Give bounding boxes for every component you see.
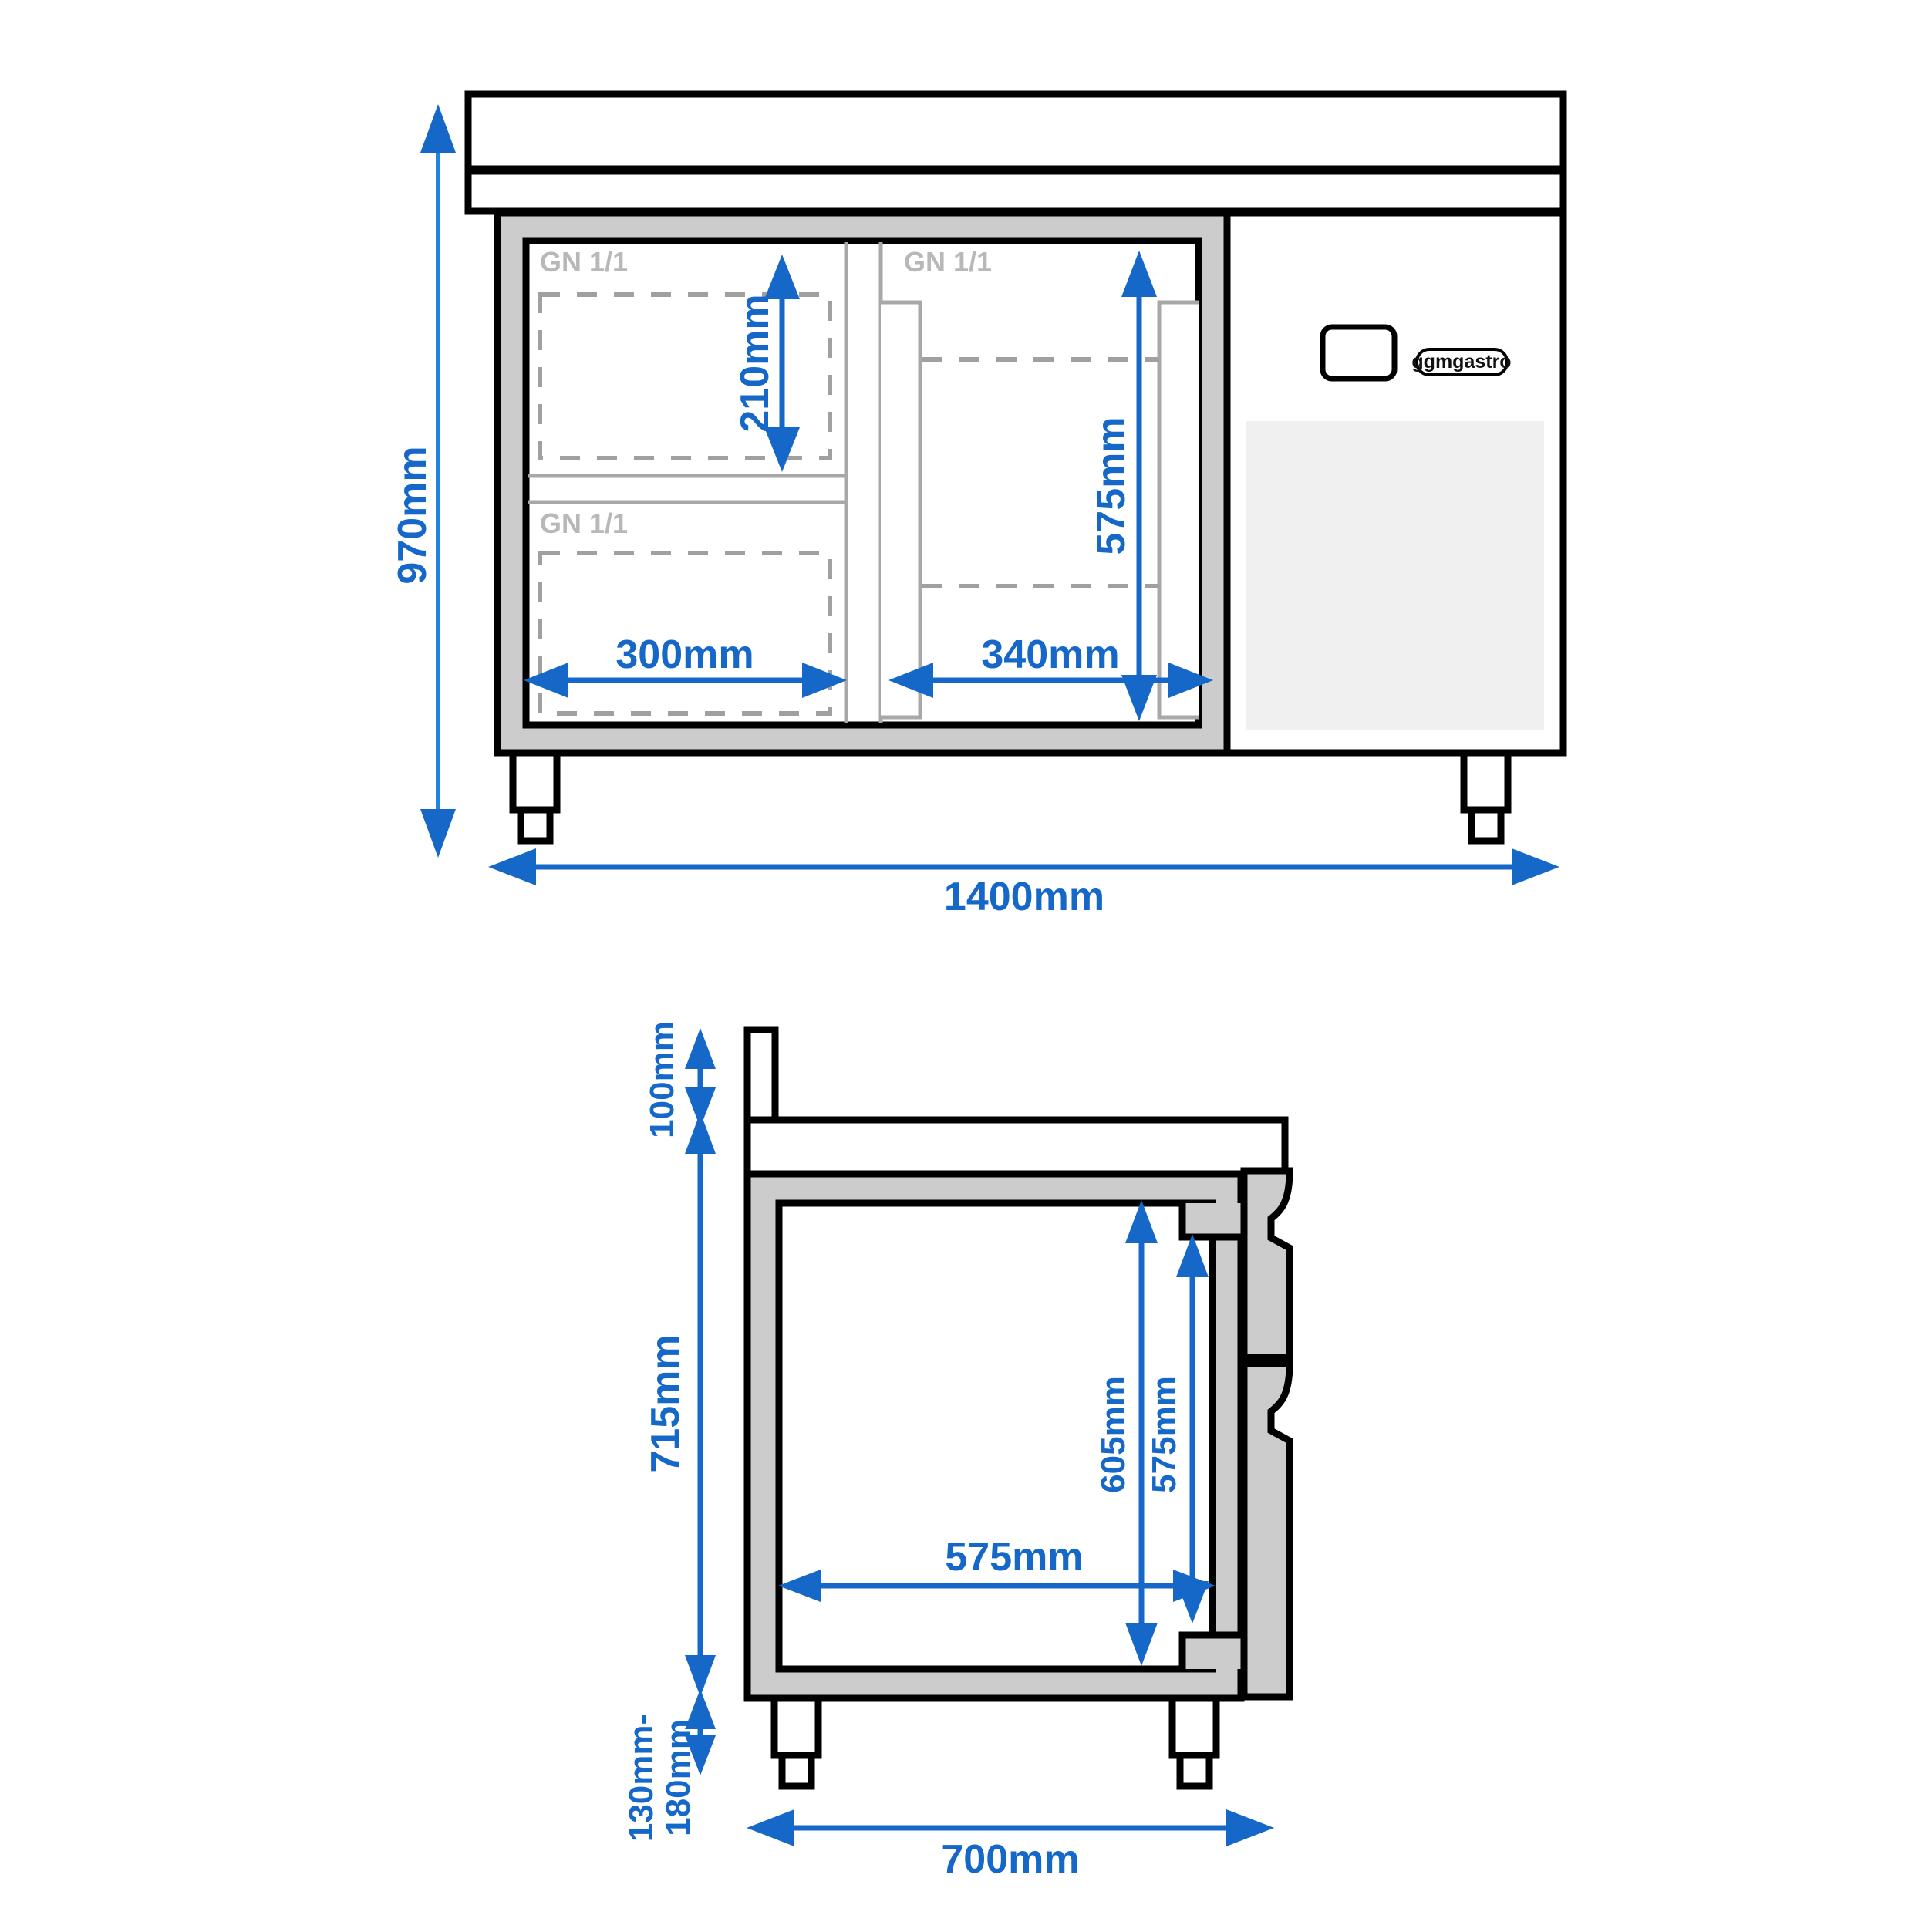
dim-interior-width: 575mm: [778, 1535, 1216, 1602]
dim-height-total: 970mm: [390, 104, 456, 858]
dim-cabinet-height: 715mm: [643, 1112, 716, 1697]
dim-gn-pan-depth: 210mm: [733, 255, 800, 472]
dim-door-opening-height: 575mm: [1145, 1234, 1209, 1623]
control-panel-box: [1320, 324, 1398, 382]
leg-front-left: [509, 749, 561, 845]
dim-label-width-total: 1400mm: [944, 875, 1104, 919]
cabinet-inner-recess: [522, 237, 1202, 729]
dim-label-gn-pan-depth: 210mm: [733, 294, 777, 432]
backsplash: [743, 1026, 779, 1124]
brand-label: ggmgastro: [1411, 351, 1511, 373]
dim-label-interior-width: 575mm: [945, 1535, 1083, 1580]
dim-label-door-opening-height: 575mm: [1145, 1376, 1183, 1493]
cavity-notch-top: [1182, 1203, 1241, 1237]
worktop-lower-band: [464, 167, 1567, 215]
side-view: 100mm 715mm 130mm- 180mm 605mm: [622, 1021, 1293, 1882]
dim-interior-depth: 605mm: [1094, 1200, 1158, 1666]
gn-label-top-left: GN 1/1: [540, 246, 628, 278]
dim-label-interior-depth: 605mm: [1094, 1376, 1132, 1493]
dim-depth-total: 700mm: [747, 1809, 1274, 1882]
gn-pan-outline-bottom-left: [538, 551, 832, 716]
worktop-upper-band: [464, 90, 1567, 173]
dim-label-leg-height-min: 130mm-: [622, 1714, 660, 1842]
cavity-notch-bottom-edge: [1178, 1631, 1241, 1669]
dim-label-leg-height-max: 180mm: [659, 1719, 697, 1836]
dim-label-backsplash-height: 100mm: [643, 1021, 681, 1138]
dim-leg-height-range: 130mm- 180mm: [622, 1689, 716, 1842]
front-view: ggmgastro GN 1/1 GN 1/1 GN 1/1: [390, 90, 1567, 919]
dim-label-shelf-height: 575mm: [1089, 416, 1134, 555]
dim-label-door-width: 340mm: [981, 632, 1119, 677]
gn-pan-outline-top-left: [538, 292, 832, 460]
gn-label-right: GN 1/1: [904, 246, 992, 278]
dim-width-total: 1400mm: [488, 848, 1559, 919]
brand-badge: ggmgastro: [1411, 348, 1512, 376]
gn-label-bottom-left: GN 1/1: [540, 507, 628, 539]
dim-door-width: 340mm: [888, 632, 1213, 698]
dim-label-cabinet-height: 715mm: [643, 1334, 688, 1472]
side-leg-left: [770, 1694, 822, 1790]
dim-drawer-width: 300mm: [524, 632, 847, 698]
dim-label-depth-total: 700mm: [941, 1837, 1079, 1882]
dim-label-height-total: 970mm: [390, 446, 435, 584]
cavity-notch-top-edge: [1178, 1203, 1241, 1241]
dim-shelf-height: 575mm: [1089, 251, 1157, 721]
shelf-rail-left: [881, 300, 922, 720]
cavity-notch-bottom: [1182, 1635, 1241, 1669]
door-panel-upper: [1240, 1167, 1293, 1361]
dim-label-drawer-width: 300mm: [615, 632, 754, 677]
door-panel-lower: [1240, 1360, 1293, 1701]
shelf-rail-right: [1157, 300, 1199, 720]
brand-badge-outline: [1415, 348, 1509, 376]
evaporator-grille-panel: [1246, 421, 1544, 730]
leg-front-right: [1460, 749, 1512, 845]
side-worktop: [743, 1116, 1289, 1178]
dim-backsplash-height: 100mm: [643, 1021, 716, 1138]
side-leg-right: [1168, 1694, 1220, 1790]
